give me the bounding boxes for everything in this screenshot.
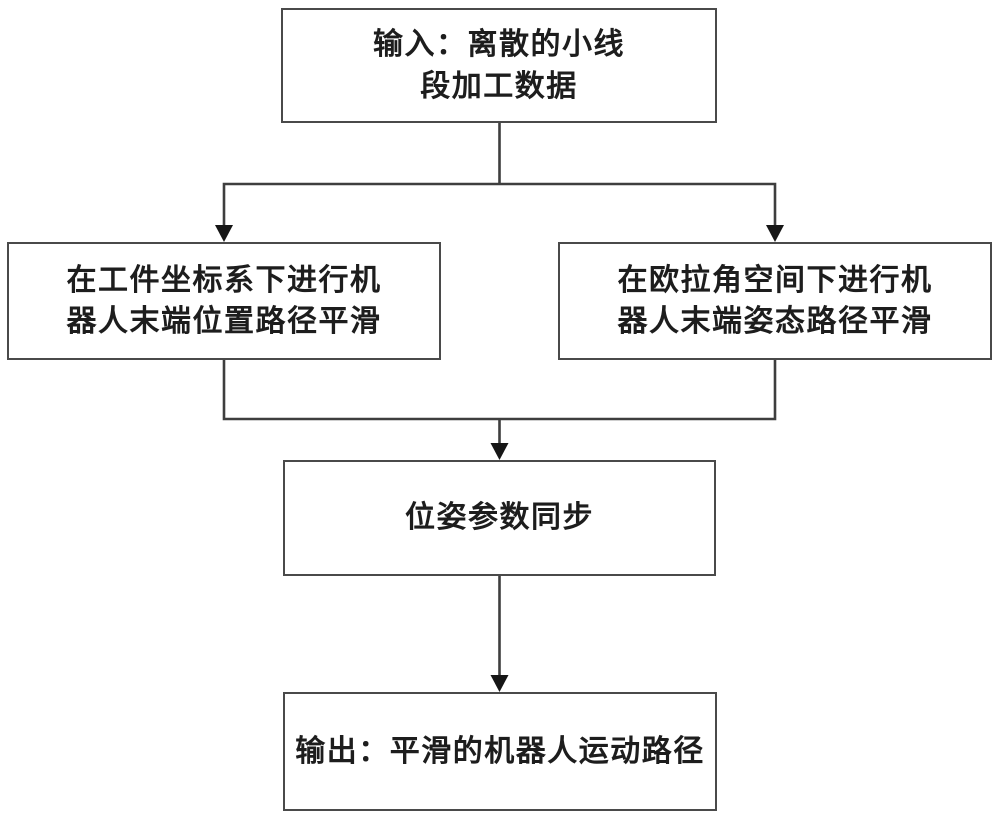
connector-input-to-branches-lines: [222, 123, 777, 229]
flow-node-output-label: 输出：平滑的机器人运动路径: [295, 734, 705, 768]
connector-branches-to-sync-lines: [222, 359, 777, 447]
arrowhead-to-output-node: [490, 675, 509, 692]
connector-branches-to-sync: [222, 359, 777, 460]
connector-sync-to-output: [490, 576, 509, 692]
arrowhead-to-orientation-node: [766, 225, 784, 242]
arrowhead-to-sync-node: [490, 443, 509, 460]
connector-input-to-branches: [215, 123, 784, 242]
flow-node-position-smoothing: 在工件坐标系下进行机 器人末端位置路径平滑: [7, 242, 441, 360]
flow-node-orientation-smoothing: 在欧拉角空间下进行机 器人末端姿态路径平滑: [558, 242, 992, 360]
flow-node-position-smoothing-label: 在工件坐标系下进行机 器人末端位置路径平滑: [66, 263, 382, 338]
flow-node-pose-sync: 位姿参数同步: [283, 460, 716, 576]
flow-node-orientation-smoothing-label: 在欧拉角空间下进行机 器人末端姿态路径平滑: [617, 263, 933, 338]
flow-node-pose-sync-label: 位姿参数同步: [405, 501, 594, 535]
arrowhead-to-position-node: [215, 225, 233, 242]
flow-node-output: 输出：平滑的机器人运动路径: [283, 692, 717, 811]
flow-node-input: 输入：离散的小线 段加工数据: [281, 8, 717, 123]
flow-node-input-label: 输入：离散的小线 段加工数据: [373, 28, 625, 103]
